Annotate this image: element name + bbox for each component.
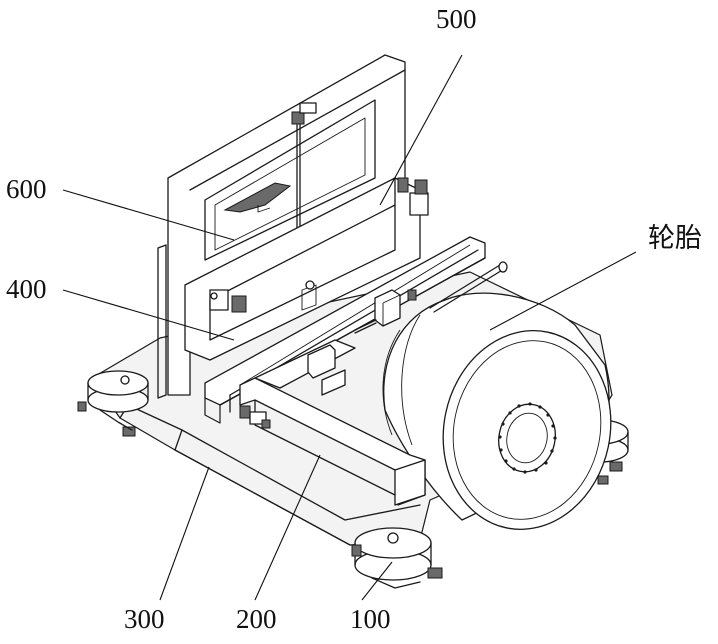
label-100: 100: [350, 606, 391, 633]
label-200: 200: [236, 606, 277, 633]
label-400: 400: [6, 276, 47, 303]
label-tire: 轮胎: [648, 225, 702, 252]
caster-wheel-front: [352, 528, 442, 588]
label-300: 300: [124, 606, 165, 633]
label-500: 500: [436, 6, 477, 33]
label-600: 600: [6, 176, 47, 203]
